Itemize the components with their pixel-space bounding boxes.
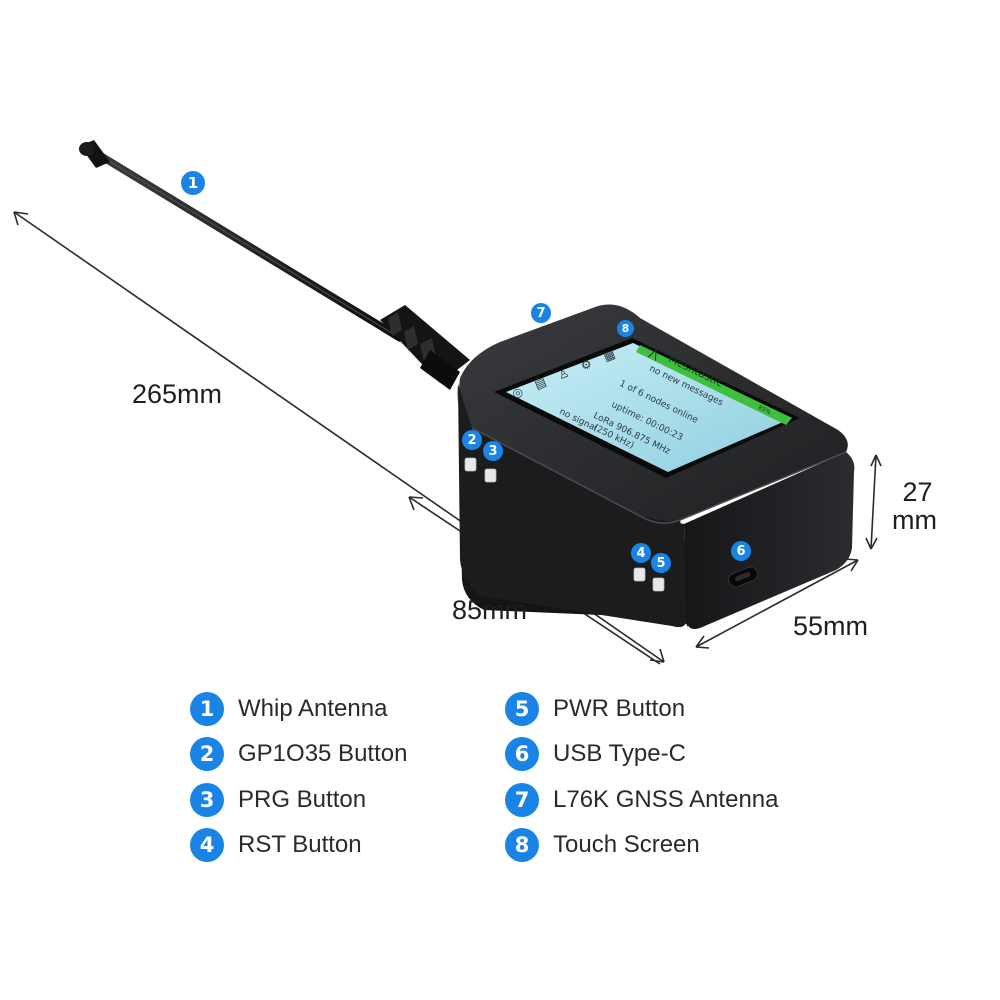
- callout-6: 6: [731, 541, 751, 561]
- legend-label: Touch Screen: [553, 831, 700, 859]
- touch-screen: [494, 338, 800, 478]
- dimension-label-height: 27 mm: [892, 477, 937, 535]
- dimension-line-height: [865, 454, 882, 550]
- callout-4: 4: [631, 543, 651, 563]
- device-body: [457, 304, 855, 629]
- dimension-label-width: 55mm: [793, 611, 869, 641]
- legend-badge: 8: [505, 828, 539, 863]
- legend-item: 6 USB Type-C: [505, 732, 779, 778]
- legend-badge: 7: [505, 782, 539, 817]
- dimension-label-total-length: 265mm: [132, 379, 223, 409]
- callout-8: 8: [617, 320, 634, 337]
- callout-2: 2: [462, 430, 482, 450]
- dimension-label-body-length: 85mm: [452, 595, 528, 625]
- legend-item: 3 PRG Button: [190, 777, 407, 823]
- legend-label: Whip Antenna: [238, 694, 388, 722]
- legend-label: L76K GNSS Antenna: [553, 785, 779, 813]
- legend-badge: 2: [190, 737, 224, 772]
- side-buttons-left: [464, 457, 497, 483]
- legend-item: 2 GP1O35 Button: [190, 732, 407, 778]
- callout-1: 1: [181, 171, 205, 195]
- legend-label: RST Button: [238, 831, 362, 859]
- legend-item: 7 L76K GNSS Antenna: [505, 777, 779, 823]
- callout-5: 5: [651, 553, 671, 573]
- side-buttons-right: [633, 567, 665, 592]
- legend-badge: 4: [190, 828, 224, 863]
- legend-badge: 6: [505, 737, 539, 772]
- legend-badge: 1: [190, 691, 224, 726]
- legend-item: 1 Whip Antenna: [190, 686, 407, 732]
- legend-badge: 3: [190, 782, 224, 817]
- callout-7: 7: [531, 303, 551, 323]
- legend-item: 8 Touch Screen: [505, 823, 779, 869]
- whip-antenna: [79, 140, 470, 390]
- legend-label: GP1O35 Button: [238, 740, 408, 768]
- legend-badge: 5: [505, 691, 539, 726]
- usb-type-c-port: [728, 566, 758, 588]
- legend-right-column: 5 PWR Button 6 USB Type-C 7 L76K GNSS An…: [505, 686, 779, 868]
- dimension-label-height-unit: mm: [892, 505, 937, 536]
- legend-label: USB Type-C: [553, 740, 686, 768]
- callout-3: 3: [483, 441, 503, 461]
- legend-left-column: 1 Whip Antenna 2 GP1O35 Button 3 PRG But…: [190, 686, 407, 868]
- legend-label: PWR Button: [553, 694, 686, 722]
- legend-label: PRG Button: [238, 785, 367, 813]
- dimension-label-height-value: 27: [902, 477, 933, 507]
- legend-item: 5 PWR Button: [505, 686, 779, 732]
- legend-item: 4 RST Button: [190, 823, 407, 869]
